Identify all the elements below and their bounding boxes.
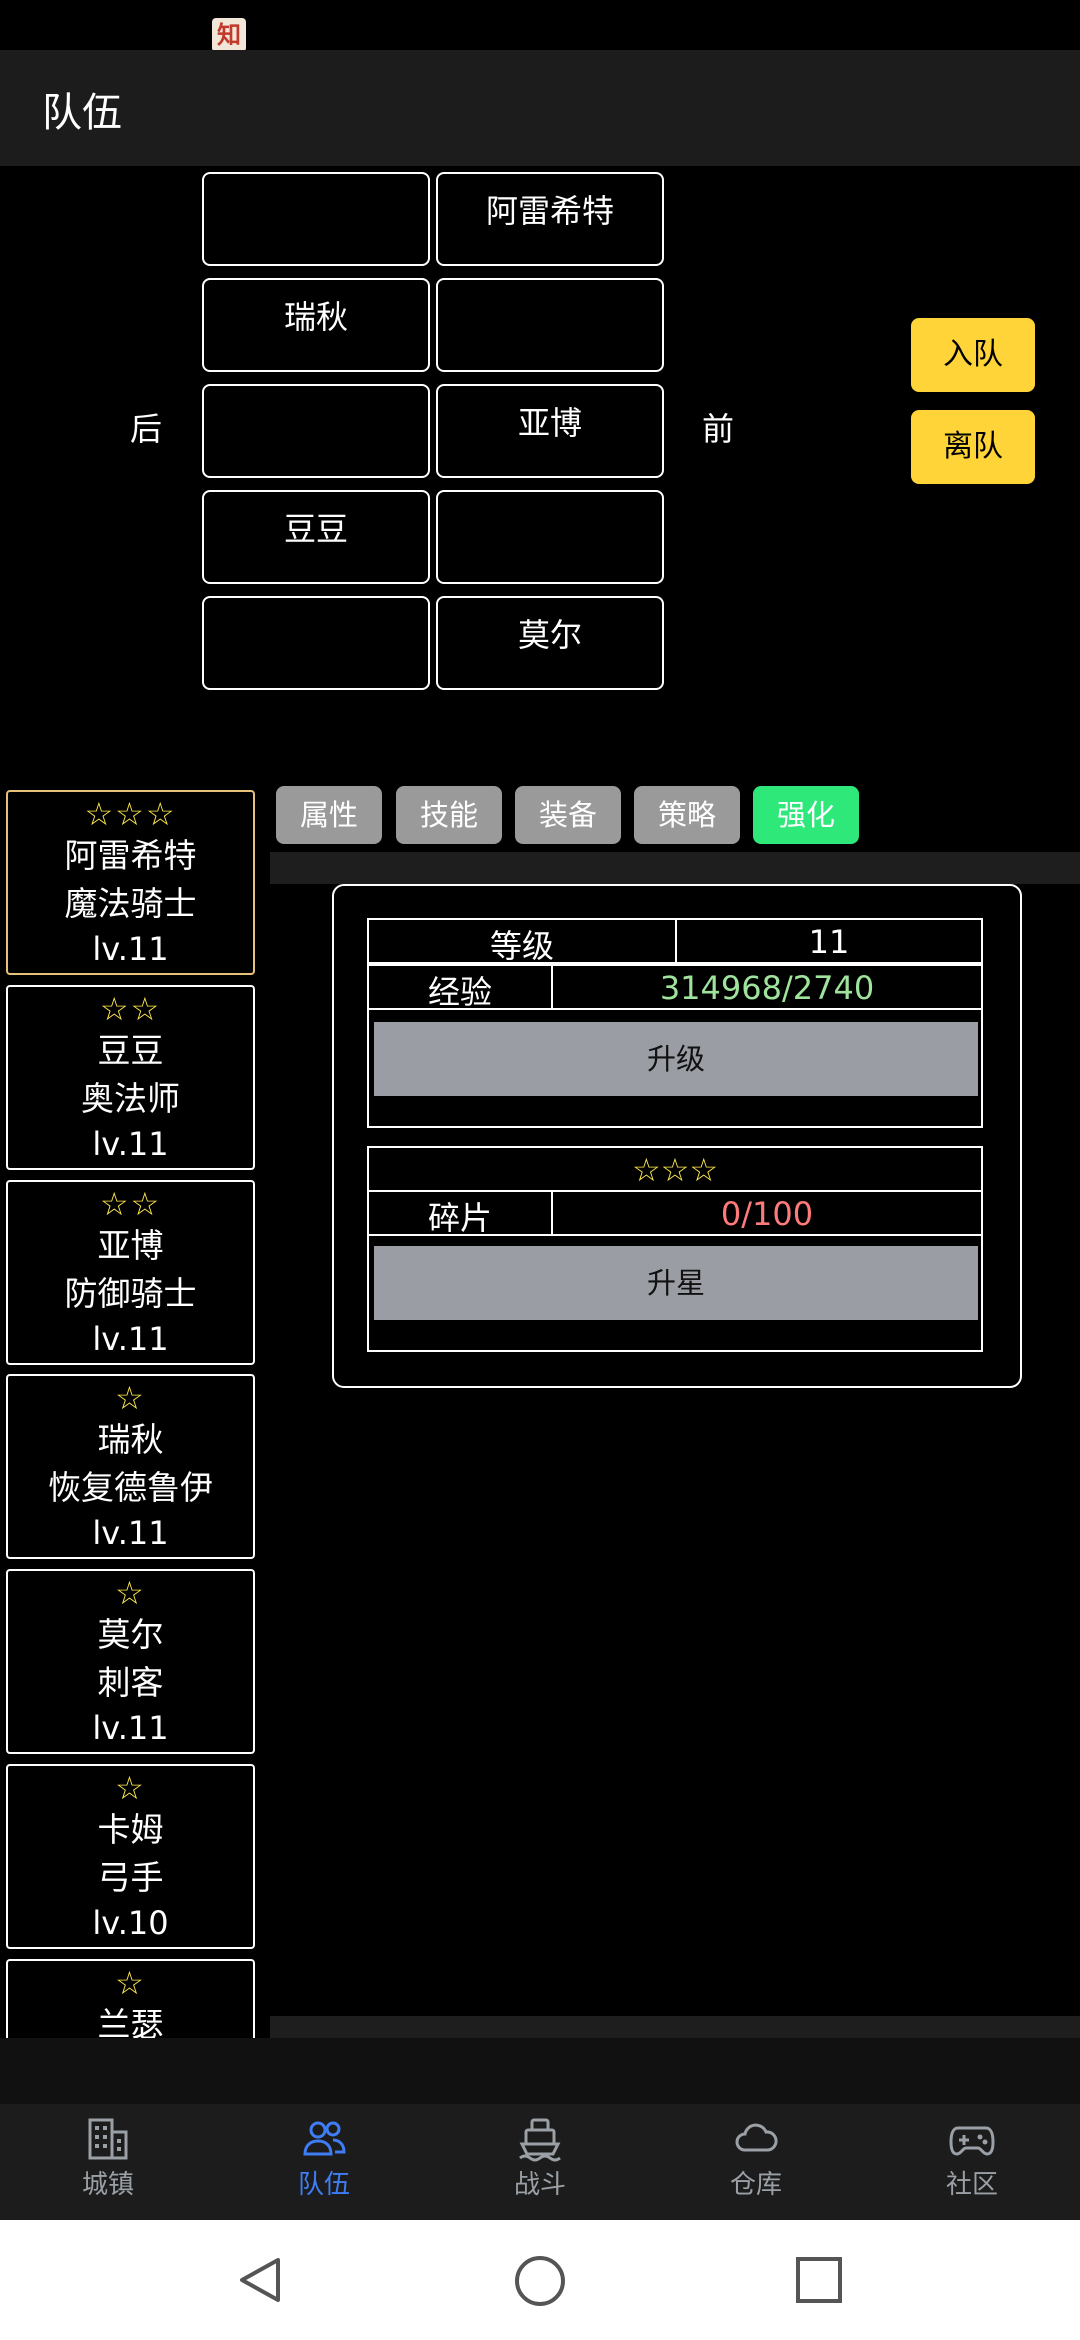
star-up-button[interactable]: 升星 (374, 1246, 978, 1320)
hero-card[interactable]: ☆ 兰瑟 (6, 1959, 255, 2038)
leave-team-button[interactable]: 离队 (911, 410, 1035, 484)
level-value: 11 (675, 918, 983, 964)
shard-value: 0/100 (551, 1190, 983, 1236)
tab-content-divider (270, 852, 1080, 884)
hero-stars: ☆ (115, 1769, 146, 1807)
exp-value: 314968/2740 (551, 964, 983, 1010)
hero-level: lv.11 (92, 930, 169, 968)
content-bottom-divider (270, 2016, 1080, 2038)
formation-slot[interactable] (202, 596, 430, 690)
gamepad-icon (949, 2126, 995, 2156)
tab-enhance[interactable]: 强化 (753, 786, 859, 844)
title-bar (0, 50, 1080, 166)
tab-skills[interactable]: 技能 (396, 786, 502, 844)
nav-label: 仓库 (729, 2170, 782, 2200)
hero-stars: ☆☆☆ (84, 795, 177, 833)
hero-name: 亚博 (97, 1226, 164, 1265)
formation-slot[interactable]: 阿雷希特 (436, 172, 664, 266)
hero-level: lv.10 (92, 1904, 169, 1942)
nav-item-town[interactable]: 城镇 (0, 2104, 216, 2220)
upgrade-button[interactable]: 升级 (374, 1022, 978, 1096)
enhance-panel (332, 884, 1022, 1388)
hero-stars: ☆ (115, 1964, 146, 2002)
nav-item-community[interactable]: 社区 (864, 2104, 1080, 2220)
hero-name: 莫尔 (97, 1615, 164, 1654)
hero-level: lv.11 (92, 1320, 169, 1358)
formation-slot[interactable]: 亚博 (436, 384, 664, 478)
status-bar (0, 0, 1080, 50)
building-icon (88, 2118, 128, 2160)
hero-class: 奥法师 (81, 1079, 180, 1118)
hero-level: lv.11 (92, 1125, 169, 1163)
nav-item-team[interactable]: 队伍 (216, 2104, 432, 2220)
home-icon[interactable] (513, 2254, 567, 2308)
hero-level: lv.11 (92, 1514, 169, 1552)
formation-slot[interactable]: 瑞秋 (202, 278, 430, 372)
hero-list[interactable]: ☆☆☆ 阿雷希特 魔法骑士 lv.11 ☆☆ 豆豆 奥法师 lv.11 ☆☆ 亚… (0, 782, 265, 2038)
star-rating: ☆☆☆ (367, 1146, 983, 1192)
hero-stars: ☆☆ (99, 1185, 162, 1223)
nav-label: 城镇 (81, 2170, 134, 2200)
formation-slot[interactable]: 莫尔 (436, 596, 664, 690)
system-nav-bar (0, 2220, 1080, 2340)
hero-class: 魔法骑士 (64, 884, 197, 923)
recents-icon[interactable] (795, 2256, 843, 2304)
hero-name: 阿雷希特 (64, 836, 197, 875)
hero-name: 兰瑟 (97, 2005, 164, 2038)
formation-slot[interactable] (202, 384, 430, 478)
bottom-nav: 城镇 队伍 战斗 仓库 (0, 2104, 1080, 2220)
page-title: 队伍 (42, 90, 122, 136)
formation-back-label: 后 (130, 410, 163, 448)
hero-class: 弓手 (97, 1858, 164, 1897)
hero-class: 刺客 (97, 1663, 164, 1702)
tab-attributes[interactable]: 属性 (276, 786, 382, 844)
cloud-icon (735, 2123, 778, 2152)
hero-card-selected[interactable]: ☆☆☆ 阿雷希特 魔法骑士 lv.11 (6, 790, 255, 975)
hero-stars: ☆☆ (99, 990, 162, 1028)
nav-label: 社区 (945, 2170, 998, 2200)
formation-slot[interactable] (436, 490, 664, 584)
shard-label: 碎片 (367, 1190, 553, 1237)
people-icon (303, 2121, 346, 2156)
hero-stars: ☆ (115, 1574, 146, 1612)
hero-card[interactable]: ☆☆ 亚博 防御骑士 lv.11 (6, 1180, 255, 1365)
formation-slot[interactable]: 豆豆 (202, 490, 430, 584)
nav-label: 战斗 (513, 2170, 566, 2200)
back-icon[interactable] (234, 2254, 286, 2306)
exp-label: 经验 (367, 964, 553, 1011)
nav-item-battle[interactable]: 战斗 (432, 2104, 648, 2220)
join-team-button[interactable]: 入队 (911, 318, 1035, 392)
hero-class: 防御骑士 (64, 1274, 197, 1313)
tab-strategy[interactable]: 策略 (634, 786, 740, 844)
formation-front-label: 前 (702, 410, 735, 448)
nav-item-warehouse[interactable]: 仓库 (648, 2104, 864, 2220)
hero-card[interactable]: ☆☆ 豆豆 奥法师 lv.11 (6, 985, 255, 1170)
nav-spacer (0, 2038, 1080, 2104)
formation-slot[interactable] (202, 172, 430, 266)
formation-slot[interactable] (436, 278, 664, 372)
hero-class: 恢复德鲁伊 (48, 1468, 213, 1507)
hero-name: 卡姆 (97, 1810, 164, 1849)
hero-level: lv.11 (92, 1709, 169, 1747)
tab-equipment[interactable]: 装备 (515, 786, 621, 844)
ship-icon (519, 2118, 561, 2162)
hero-name: 豆豆 (97, 1031, 164, 1070)
app-notification-icon: 知 (212, 18, 246, 52)
nav-label: 队伍 (297, 2170, 350, 2200)
hero-card[interactable]: ☆ 卡姆 弓手 lv.10 (6, 1764, 255, 1949)
hero-stars: ☆ (115, 1379, 146, 1417)
hero-card[interactable]: ☆ 瑞秋 恢复德鲁伊 lv.11 (6, 1374, 255, 1559)
hero-name: 瑞秋 (97, 1420, 164, 1459)
level-label: 等级 (367, 918, 677, 965)
hero-card[interactable]: ☆ 莫尔 刺客 lv.11 (6, 1569, 255, 1754)
